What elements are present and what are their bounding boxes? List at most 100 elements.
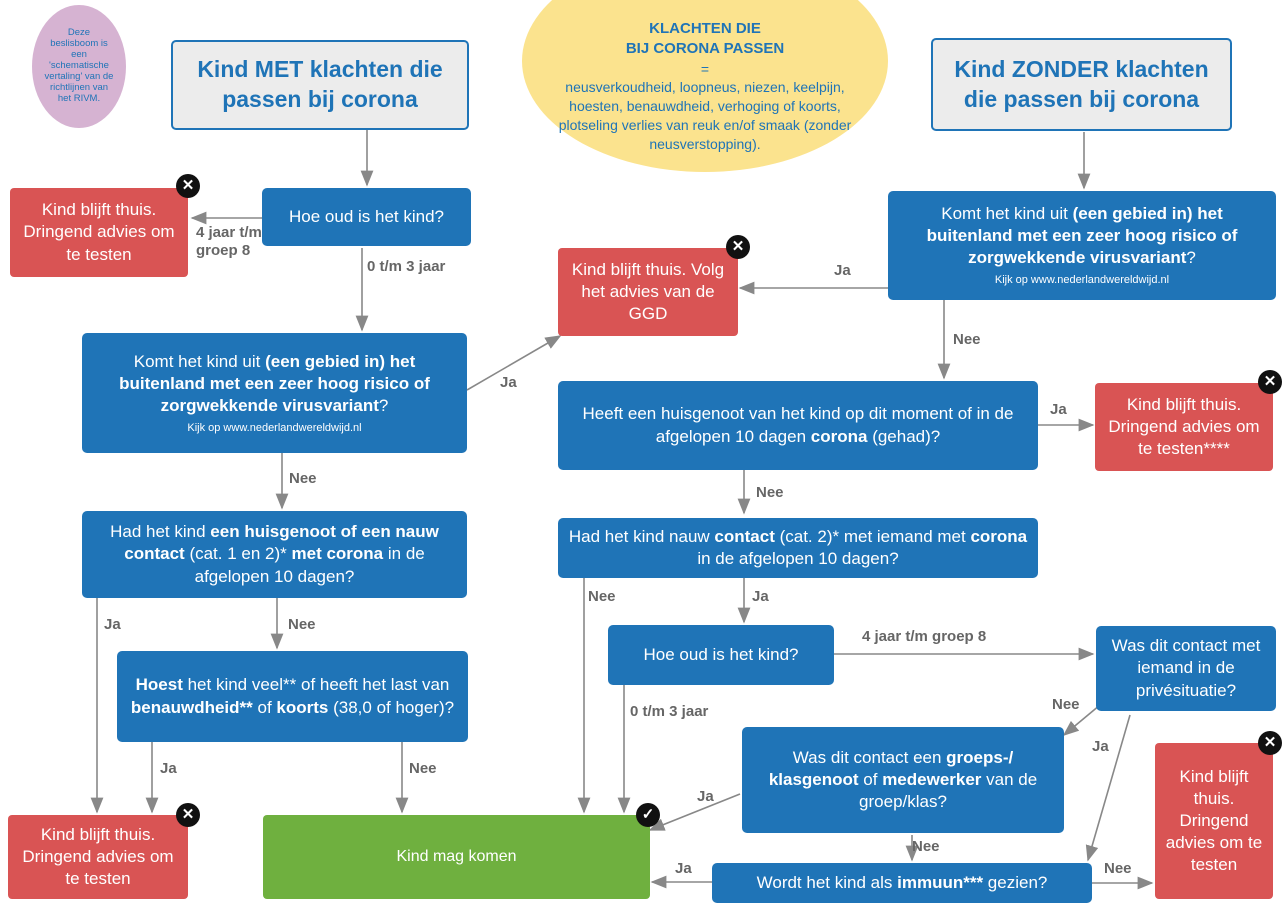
label-nee-right-private: Nee xyxy=(1052,696,1080,713)
right-household-text-c: (gehad)? xyxy=(867,426,941,446)
label-nee-left-abroad: Nee xyxy=(289,470,317,487)
label-ja-left-cough: Ja xyxy=(160,760,177,777)
label-ja-right-private: Ja xyxy=(1092,738,1109,755)
left-stay-home-test-top: Kind blijft thuis. Dringend advies om te… xyxy=(10,188,188,277)
right-group-text-b: groeps-/ klasgenoot xyxy=(768,747,1014,789)
right-age-question-text: Hoe oud is het kind? xyxy=(643,644,799,664)
symptoms-heading-1: KLACHTEN DIE xyxy=(649,20,761,38)
label-nee-right-contact: Nee xyxy=(588,588,616,605)
right-immune-question: Wordt het kind als immuun*** gezien? xyxy=(712,863,1092,903)
left-age-question: Hoe oud is het kind? xyxy=(262,188,471,246)
label-nee-right-immune: Nee xyxy=(1104,860,1132,877)
right-household-text-a: Heeft een huisgenoot van het kind op dit… xyxy=(582,404,1014,446)
title-with-symptoms-text: Kind MET klachten die passen bij corona xyxy=(197,56,443,112)
left-stay-home-test-top-text: Kind blijft thuis. Dringend advies om te… xyxy=(23,200,175,264)
right-abroad-text-b: (een gebied in) het buitenland met een z… xyxy=(926,204,1238,268)
left-abroad-text-b: (een gebied in) het buitenland met een z… xyxy=(119,351,430,415)
left-contact-text-c: (cat. 1 en 2)* xyxy=(184,544,292,564)
left-abroad-question: Komt het kind uit (een gebied in) het bu… xyxy=(82,333,467,453)
left-contact-text-b: een huisgenoot of een nauw contact xyxy=(124,522,439,564)
label-4-jaar-left: 4 jaar t/m groep 8 xyxy=(196,224,262,259)
right-group-text-e: van de groep/klas? xyxy=(859,769,1038,812)
right-stay-home-test-top: Kind blijft thuis. Dringend advies om te… xyxy=(1095,383,1273,471)
label-ja-right-immune: Ja xyxy=(675,860,692,877)
label-ja-right-household: Ja xyxy=(1050,401,1067,418)
left-contact-text-a: Had het kind xyxy=(110,522,211,542)
label-nee-left-cough: Nee xyxy=(409,760,437,777)
check-icon: ✓ xyxy=(636,803,660,827)
left-stay-home-test-bottom: Kind blijft thuis. Dringend advies om te… xyxy=(8,815,188,899)
right-contact-text-d: corona xyxy=(970,526,1028,546)
left-abroad-text-c: ? xyxy=(378,395,389,415)
right-contact-text-c: (cat. 2)* met iemand met xyxy=(774,526,971,546)
close-icon: ✕ xyxy=(726,235,750,259)
left-cough-text-d: of xyxy=(252,697,277,717)
left-contact-text-d: met corona xyxy=(291,544,384,564)
left-abroad-text-a: Komt het kind uit xyxy=(133,351,266,371)
may-come-text: Kind mag komen xyxy=(396,847,517,865)
label-nee-right-household: Nee xyxy=(756,484,784,501)
right-age-question: Hoe oud is het kind? xyxy=(608,625,834,685)
title-with-symptoms: Kind MET klachten die passen bij corona xyxy=(171,40,469,130)
left-cough-text-c: benauwdheid** xyxy=(130,697,253,717)
right-private-question-text: Was dit contact met iemand in de privési… xyxy=(1111,636,1261,700)
right-household-text-b: corona xyxy=(810,426,868,446)
symptoms-equals: = xyxy=(700,60,710,77)
right-private-question: Was dit contact met iemand in de privési… xyxy=(1096,626,1276,711)
right-stay-home-test-top-text: Kind blijft thuis. Dringend advies om te… xyxy=(1108,394,1260,459)
label-ja-right-abroad: Ja xyxy=(834,262,851,279)
ggd-advice-text: Kind blijft thuis. Volg het advies van d… xyxy=(571,259,725,324)
right-stay-home-test-bottom-text: Kind blijft thuis. Dringend advies om te… xyxy=(1165,766,1263,875)
symptoms-text: neusverkoudheid, loopneus, niezen, keelp… xyxy=(558,79,852,153)
label-4-jaar-right: 4 jaar t/m groep 8 xyxy=(862,628,987,645)
left-cough-text-f: (38,0 of hoger)? xyxy=(328,697,455,717)
right-immune-text-c: gezien? xyxy=(983,872,1048,892)
symptoms-heading-2: BIJ CORONA PASSEN xyxy=(625,40,785,58)
label-0-3-jaar-left: 0 t/m 3 jaar xyxy=(367,258,446,275)
right-household-question: Heeft een huisgenoot van het kind op dit… xyxy=(558,381,1038,470)
right-abroad-text-a: Komt het kind uit xyxy=(941,204,1073,224)
left-cough-text-a: Hoest xyxy=(135,675,183,695)
label-ja-left-abroad: Ja xyxy=(500,374,517,391)
label-ja-right-contact: Ja xyxy=(752,588,769,605)
left-cough-question: Hoest het kind veel** of heeft het last … xyxy=(117,651,468,742)
right-immune-text-b: immuun*** xyxy=(897,872,984,892)
left-cough-text-e: koorts xyxy=(276,697,329,717)
right-group-text-a: Was dit contact een xyxy=(792,747,947,767)
close-icon: ✕ xyxy=(1258,370,1282,394)
right-abroad-question: Komt het kind uit (een gebied in) het bu… xyxy=(888,191,1276,300)
label-nee-left-contact: Nee xyxy=(288,616,316,633)
left-contact-question: Had het kind een huisgenoot of een nauw … xyxy=(82,511,467,598)
symptoms-bubble: KLACHTEN DIE BIJ CORONA PASSEN = neusver… xyxy=(522,0,888,172)
left-abroad-link[interactable]: Kijk op www.nederlandwereldwijd.nl xyxy=(187,421,362,434)
may-come-box: Kind mag komen xyxy=(263,815,650,899)
title-without-symptoms-text: Kind ZONDER klachten die passen bij coro… xyxy=(954,55,1209,112)
close-icon: ✕ xyxy=(176,803,200,827)
right-contact-question: Had het kind nauw contact (cat. 2)* met … xyxy=(558,518,1038,578)
left-stay-home-test-bottom-text: Kind blijft thuis. Dringend advies om te… xyxy=(22,824,174,889)
right-group-question: Was dit contact een groeps-/ klasgenoot … xyxy=(742,727,1064,833)
right-group-text-d: medewerker xyxy=(882,769,982,789)
left-cough-text-b: het kind veel** of heeft het last van xyxy=(182,675,450,695)
left-contact-text-e: in de afgelopen 10 dagen? xyxy=(194,544,425,586)
right-abroad-link[interactable]: Kijk op www.nederlandwereldwijd.nl xyxy=(994,274,1170,287)
label-ja-left-contact: Ja xyxy=(104,616,121,633)
right-abroad-text-c: ? xyxy=(1186,248,1196,268)
right-contact-text-e: in de afgelopen 10 dagen? xyxy=(697,549,899,568)
close-icon: ✕ xyxy=(176,174,200,198)
right-group-text-c: of xyxy=(858,769,883,789)
right-stay-home-test-bottom: Kind blijft thuis. Dringend advies om te… xyxy=(1155,743,1273,899)
right-contact-text-a: Had het kind nauw xyxy=(568,526,715,546)
label-0-3-jaar-right: 0 t/m 3 jaar xyxy=(630,703,709,720)
right-contact-text-b: contact xyxy=(714,526,775,546)
label-ja-right-group: Ja xyxy=(697,788,714,805)
rivm-note: Deze beslisboom is een 'schematische ver… xyxy=(32,5,126,128)
label-nee-right-group: Nee xyxy=(912,838,940,855)
right-immune-text-a: Wordt het kind als xyxy=(756,872,898,892)
label-nee-right-abroad: Nee xyxy=(953,331,981,348)
rivm-note-text: Deze beslisboom is een 'schematische ver… xyxy=(44,27,114,104)
title-without-symptoms: Kind ZONDER klachten die passen bij coro… xyxy=(931,38,1232,131)
ggd-advice-box: Kind blijft thuis. Volg het advies van d… xyxy=(558,248,738,336)
close-icon: ✕ xyxy=(1258,731,1282,755)
